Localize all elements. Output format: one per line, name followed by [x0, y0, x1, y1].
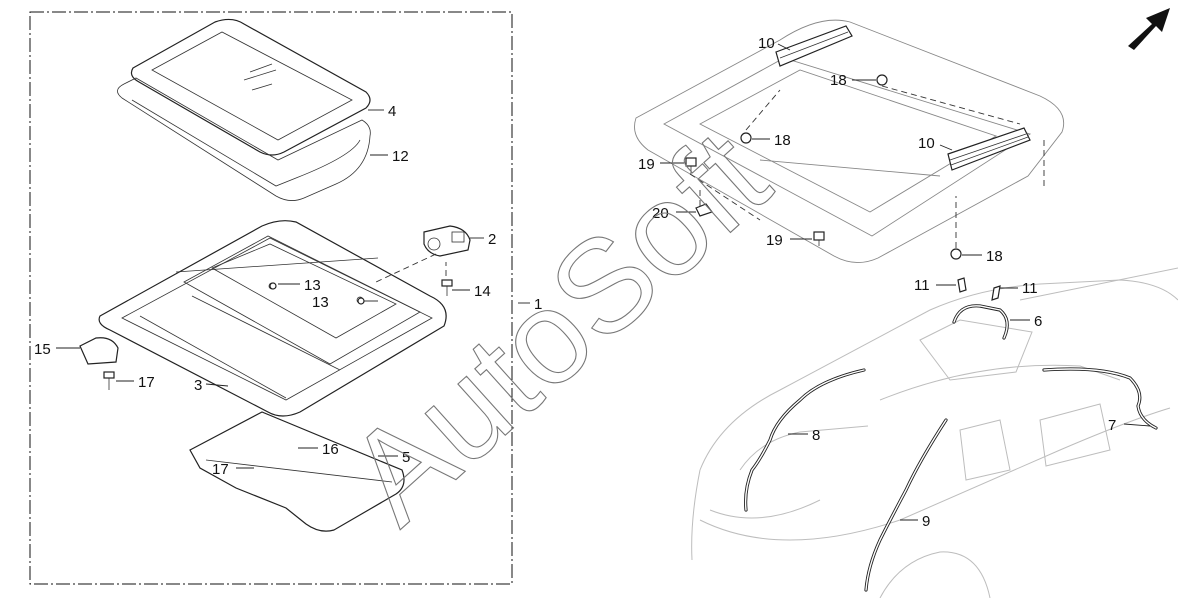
drain-hose-9: [864, 418, 948, 592]
callout-10b: 10: [918, 135, 935, 152]
vehicle-body-outline: [691, 267, 1178, 598]
grommet-18a: [876, 74, 888, 86]
assembly-boundary-frame: [29, 11, 513, 585]
sunroof-frame: [98, 220, 447, 417]
callout-17b: 17: [212, 461, 229, 478]
bolt-14: [441, 279, 453, 296]
sunshade-panel-5: [189, 411, 405, 532]
callout-labels: 4 12 2 13 13 14 1 15 17 3 16 5 17 10 18 …: [34, 35, 1116, 530]
sunroof-motor: [423, 225, 471, 257]
drain-hose-8: [744, 368, 866, 512]
roof-dashed-guides: [689, 85, 1045, 248]
callout-20: 20: [652, 205, 669, 222]
wind-deflector-10b: [947, 127, 1031, 171]
callout-17a: 17: [138, 374, 155, 391]
front-direction-arrow-icon: [1128, 8, 1170, 50]
grommet-18c: [950, 248, 962, 260]
callout-14: 14: [474, 283, 491, 300]
callout-16: 16: [322, 441, 339, 458]
roof-panel-outline: [634, 19, 1065, 263]
leader-lines-right-top: [660, 43, 982, 256]
wind-deflector-10a: [775, 25, 853, 67]
grommet-18b: [740, 132, 752, 144]
callout-2: 2: [488, 231, 496, 248]
leader-lines-right-bottom: [788, 284, 1151, 521]
callout-3: 3: [194, 377, 202, 394]
callout-10a: 10: [758, 35, 775, 52]
callout-18b: 18: [774, 132, 791, 149]
clip-13a: [269, 282, 277, 290]
callout-9: 9: [922, 513, 930, 530]
callout-6: 6: [1034, 313, 1042, 330]
sunroof-glass-panel: [130, 18, 371, 156]
callout-13b: 13: [312, 294, 329, 311]
callout-8: 8: [812, 427, 820, 444]
callout-18a: 18: [830, 72, 847, 89]
callout-19a: 19: [638, 156, 655, 173]
callout-13a: 13: [304, 277, 321, 294]
callout-5: 5: [402, 449, 410, 466]
callout-12: 12: [392, 148, 409, 165]
hose-clip-11b: [991, 285, 1001, 301]
callout-1: 1: [534, 296, 542, 313]
hose-clip-11a: [957, 277, 967, 293]
clip-19b: [813, 231, 825, 246]
glass-weatherstrip-seal: [117, 77, 371, 201]
callout-19b: 19: [766, 232, 783, 249]
callout-15: 15: [34, 341, 51, 358]
callout-7: 7: [1108, 417, 1116, 434]
bolt-17a: [103, 371, 115, 390]
bracket-15: [79, 337, 119, 365]
callout-11a: 11: [914, 277, 930, 294]
callout-18c: 18: [986, 248, 1003, 265]
clip-20: [695, 203, 713, 217]
drain-hose-7: [1042, 367, 1158, 430]
drain-hose-6: [952, 304, 1009, 340]
clip-19a: [685, 157, 697, 174]
callout-4: 4: [388, 103, 396, 120]
clip-13b: [357, 297, 365, 305]
callout-11b: 11: [1022, 280, 1038, 297]
leader-lines-left: [56, 109, 530, 469]
